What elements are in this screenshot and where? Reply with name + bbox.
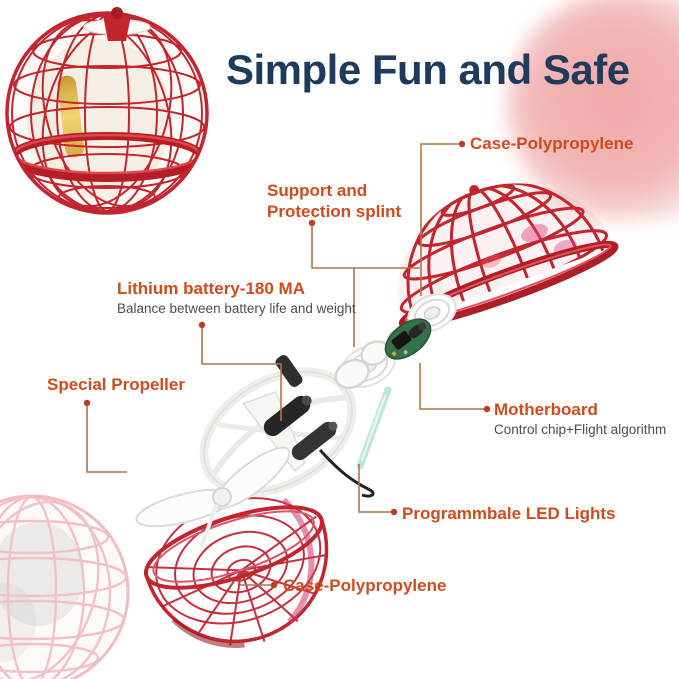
callout-label-support-splint: Support and Protection splint bbox=[267, 181, 402, 222]
ghost-ball-image bbox=[0, 494, 130, 679]
callout-dots bbox=[83, 140, 491, 589]
callout-sublabel-lithium-battery: Balance between battery life and weight bbox=[117, 301, 356, 316]
callout-sublabel-motherboard: Control chip+Flight algorithm bbox=[494, 422, 667, 437]
callout-label-case-bottom: Case-Polypropylene bbox=[283, 576, 447, 595]
assembled-ball-image bbox=[5, 7, 209, 215]
callout-label-motherboard: Motherboard bbox=[494, 400, 598, 419]
callout-lines bbox=[86, 143, 487, 586]
special-propeller-image bbox=[135, 446, 291, 547]
callout-label-case-top: Case-Polypropylene bbox=[470, 134, 634, 153]
callout-label-lithium-battery: Lithium battery-180 MA bbox=[117, 279, 305, 298]
page-title: Simple Fun and Safe bbox=[226, 46, 630, 93]
inner-mechanism-image bbox=[199, 293, 457, 498]
callout-label-led-lights: Programmbale LED Lights bbox=[402, 504, 616, 523]
callout-label-special-propeller: Special Propeller bbox=[47, 375, 185, 394]
